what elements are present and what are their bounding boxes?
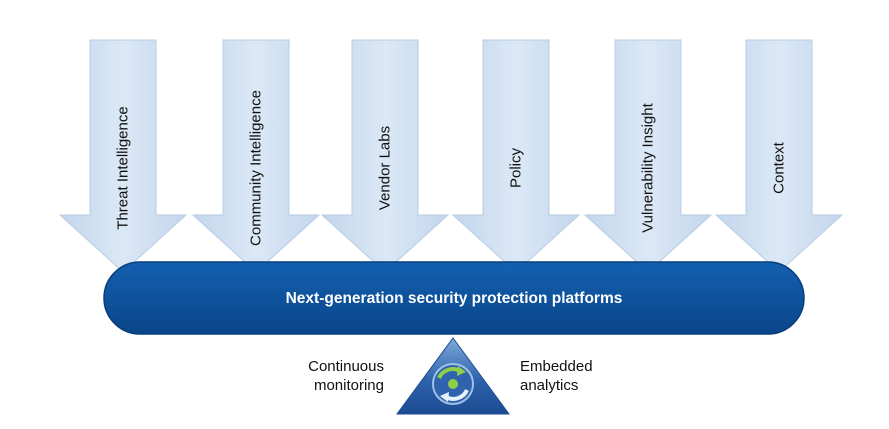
input-arrow-shape (191, 39, 321, 273)
input-arrow: Vulnerability Insight (583, 39, 713, 273)
base-triangle (396, 337, 510, 415)
right-label-line-1: Embedded (520, 358, 593, 375)
input-arrow-label: Context (771, 141, 788, 194)
platform-bar-label: Next-generation security protection plat… (286, 290, 623, 307)
input-arrow: Community Intelligence (191, 39, 321, 273)
input-arrow: Context (714, 39, 844, 273)
left-label-line-2: monitoring (313, 377, 384, 394)
input-arrow: Threat Intelligence (58, 39, 188, 273)
input-arrows: Threat Intelligence Community Intelligenc… (58, 39, 844, 273)
input-arrow-label: Vulnerability Insight (640, 102, 657, 232)
input-arrow-shape (714, 39, 844, 273)
input-arrow-label: Threat Intelligence (115, 106, 132, 229)
platform-bar: Next-generation security protection plat… (103, 261, 805, 335)
input-arrow-label: Policy (508, 147, 525, 188)
input-arrow: Vendor Labs (320, 39, 450, 273)
embedded-analytics-label: Embedded analytics (520, 357, 640, 395)
input-arrow-shape (58, 39, 188, 273)
input-arrow-shape (583, 39, 713, 273)
input-arrow-shape (320, 39, 450, 273)
left-label-line-1: Continuous (308, 358, 384, 375)
cycle-triangle-icon (432, 363, 474, 405)
input-arrow-shape (451, 39, 581, 273)
input-arrow-label: Community Intelligence (248, 90, 265, 246)
input-arrow-label: Vendor Labs (377, 126, 394, 210)
right-label-line-2: analytics (520, 377, 579, 394)
continuous-monitoring-label: Continuous monitoring (268, 357, 384, 395)
input-arrow: Policy (451, 39, 581, 273)
